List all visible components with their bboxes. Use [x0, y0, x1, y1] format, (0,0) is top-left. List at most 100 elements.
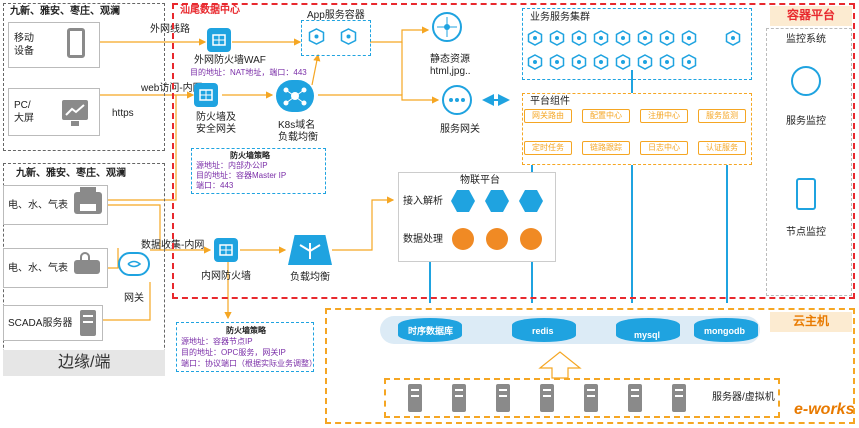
service-gateway-label: 服务网关 [440, 124, 480, 135]
cloud-host-badge: 云主机 [770, 312, 852, 332]
service-node-icon [593, 54, 609, 70]
printer-icon [74, 187, 102, 214]
edge-group-2-title: 九新、雅安、枣庄、观澜 [16, 168, 126, 179]
platform-components-box [522, 93, 752, 165]
app-container-box [301, 20, 371, 56]
server-host-icon [672, 384, 686, 412]
edge-footer-label: 边缘/端 [58, 354, 111, 371]
server-host-icon [452, 384, 466, 412]
tsdb-cylinder [398, 318, 462, 342]
node-monitor-label: 节点监控 [786, 227, 826, 238]
servers-label: 服务器/虚拟机 [712, 392, 775, 403]
gateway-label: 网关 [124, 293, 144, 304]
iot-processing-label: 数据处理 [403, 234, 443, 245]
static-resource-icon [432, 12, 462, 42]
server-host-icon [584, 384, 598, 412]
component-log-center: 日志中心 [640, 141, 688, 155]
service-node-icon [549, 30, 565, 46]
processing-lock-icon [452, 228, 474, 250]
firewall-policy-2-line1: 源地址：容器节点IP [181, 337, 253, 346]
firewall-policy-1-line1: 源地址：内部办公IP [196, 161, 268, 170]
mysql-label: mysql [634, 330, 661, 340]
service-node-icon [659, 54, 675, 70]
component-config-center: 配置中心 [582, 109, 630, 123]
platform-components-title: 平台组件 [530, 96, 570, 107]
business-cluster-box [522, 8, 752, 80]
tsdb-label: 时序数据库 [408, 326, 454, 336]
firewall-shield-icon [194, 83, 218, 107]
monitor-system-label: 监控系统 [786, 34, 826, 45]
service-node-icon [681, 30, 697, 46]
service-node-icon [637, 54, 653, 70]
edge-footer-box [3, 350, 165, 376]
edge-group-1 [3, 3, 165, 151]
extranet-line-label: 外网线路 [150, 24, 190, 35]
firewall-policy-2-line2: 目的地址：OPC服务，网关IP [181, 348, 286, 357]
inner-firewall-icon [214, 238, 238, 262]
utility-meter-label-1: 电、水、气表 [8, 200, 68, 211]
server-row [398, 384, 698, 414]
waf-note: 目的地址：NAT地址，端口：443 [190, 68, 307, 77]
processing-lock-icon [520, 228, 542, 250]
service-node-icon [725, 30, 741, 46]
datacenter-boundary [172, 3, 855, 299]
firewall-policy-1 [191, 148, 326, 194]
mongodb-label: mongodb [704, 326, 745, 336]
inner-firewall-label: 内网防火墙 [201, 271, 251, 282]
mobile-phone-icon [67, 28, 85, 58]
service-node-icon [549, 54, 565, 70]
container-platform-column [766, 28, 852, 296]
service-node-icon [615, 54, 631, 70]
server-host-icon [408, 384, 422, 412]
router-antenna-icon [80, 252, 90, 260]
load-balancer-label: 负载均衡 [290, 272, 330, 283]
service-monitor-icon [791, 66, 821, 96]
service-gateway-icon [442, 85, 472, 115]
web-intranet-label: web访问-内网 [141, 83, 203, 94]
ingest-node-icon [451, 190, 475, 212]
mongodb-cylinder [694, 318, 758, 342]
server-host-icon [496, 384, 510, 412]
server-host-icon [540, 384, 554, 412]
service-node-icon [681, 54, 697, 70]
ingest-node-icon [519, 190, 543, 212]
firewall-label: 防火墙及 安全网关 [196, 112, 236, 135]
waf-label: 外网防火墙WAF [194, 55, 266, 66]
iot-ingest-label: 接入解析 [403, 196, 443, 207]
redis-cylinder [512, 318, 576, 342]
firewall-policy-1-line3: 端口：443 [196, 181, 234, 190]
ingest-node-icon [485, 190, 509, 212]
gateway-cloud-icon [118, 252, 150, 276]
business-cluster-title: 业务服务集群 [530, 12, 590, 23]
cloud-host-boundary [325, 308, 855, 424]
firewall-policy-1-title: 防火墙策略 [230, 151, 270, 160]
servers-box [384, 378, 780, 418]
firewall-policy-2-line3: 端口：协议端口（根据实际业务调整） [181, 359, 317, 368]
service-node-icon [527, 54, 543, 70]
monitor-stand-icon [71, 121, 79, 126]
service-node-icon [571, 30, 587, 46]
component-service-monitor: 服务监测 [698, 109, 746, 123]
service-node-icon [571, 54, 587, 70]
component-tracing: 链路跟踪 [582, 141, 630, 155]
https-label: https [112, 108, 134, 119]
datacenter-title: 汕尾数据中心 [180, 5, 240, 16]
service-node-icon [615, 30, 631, 46]
component-gateway-routing: 网关路由 [524, 109, 572, 123]
component-scheduled-task: 定时任务 [524, 141, 572, 155]
monitor-icon [62, 100, 88, 120]
container-hex-icon [308, 28, 325, 45]
pc-screen-label: PC/ 大屏 [14, 100, 34, 124]
app-container-label: App服务容器 [307, 10, 365, 21]
static-resource-label: 静态资源 html,jpg.. [430, 54, 471, 77]
component-auth-service: 认证服务 [698, 141, 746, 155]
scada-label: SCADA服务器 [8, 318, 73, 329]
waf-shield-icon [207, 28, 231, 52]
mysql-cylinder [616, 318, 680, 342]
firewall-policy-2 [176, 322, 314, 372]
k8s-label: K8s域名 负载均衡 [278, 120, 318, 143]
mobile-device-label: 移动 设备 [14, 33, 34, 57]
k8s-cluster-icon [276, 80, 314, 112]
container-hex-icon [340, 28, 357, 45]
